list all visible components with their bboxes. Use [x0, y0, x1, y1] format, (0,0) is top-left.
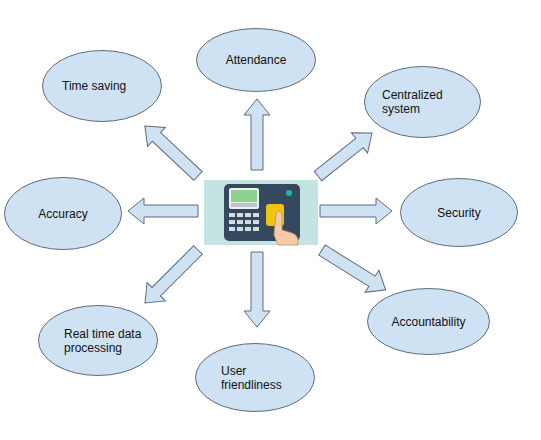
text-wrap: Accountability: [391, 315, 465, 329]
text-wrap: Centralized system: [382, 88, 462, 116]
benefit-ellipse: Accountability: [367, 288, 490, 355]
ellipse-shape: [401, 179, 518, 247]
benefit-label: Attendance: [226, 53, 287, 67]
ellipse-shape: [43, 51, 162, 122]
block-arrow: [136, 116, 207, 185]
ellipse-shape: [39, 306, 158, 376]
screen-bar: [231, 203, 257, 207]
benefit-label: Real time data processing: [64, 327, 144, 355]
benefit-label: Security: [437, 206, 480, 220]
benefit-ellipse: Centralized system: [364, 66, 481, 138]
finger-hand: [274, 211, 298, 245]
block-arrow: [244, 252, 270, 327]
block-arrow: [310, 123, 380, 186]
text-wrap: Time saving: [62, 79, 126, 93]
block-arrow: [320, 198, 392, 224]
benefit-label: Time saving: [62, 79, 126, 93]
benefit-label: Accuracy: [38, 207, 87, 221]
benefit-ellipse: Time saving: [42, 50, 162, 122]
biometric-device-illustration: [204, 180, 318, 245]
screen-image: [231, 190, 257, 202]
text-wrap: User friendliness: [221, 364, 297, 392]
ellipse-shape: [365, 67, 481, 138]
ellipse-shape: [5, 178, 122, 250]
image-background: [204, 180, 318, 245]
benefit-label: Centralized system: [382, 88, 462, 116]
benefit-ellipse: Real time data processing: [38, 305, 158, 376]
text-wrap: Accuracy: [38, 207, 87, 221]
indicator-light: [286, 190, 292, 196]
keypad: [229, 213, 259, 231]
text-wrap: Security: [437, 206, 480, 220]
benefit-ellipse: User friendliness: [195, 343, 315, 412]
text-wrap: Real time data processing: [64, 327, 144, 355]
device-screen: [229, 188, 259, 209]
benefit-ellipse: Accuracy: [4, 177, 122, 250]
benefit-ellipse: Security: [400, 178, 518, 247]
block-arrow: [128, 198, 198, 224]
benefit-label: Accountability: [391, 315, 465, 329]
ellipse-shape: [368, 289, 490, 355]
benefit-ellipse: Attendance: [196, 28, 316, 92]
block-arrow: [315, 239, 392, 301]
benefit-label: User friendliness: [221, 364, 297, 392]
block-arrows: [128, 99, 392, 327]
ellipse-shape: [196, 344, 315, 412]
ellipse-shape: [197, 29, 316, 92]
text-wrap: Attendance: [226, 53, 287, 67]
block-arrow: [136, 241, 207, 312]
block-arrow: [244, 99, 270, 170]
